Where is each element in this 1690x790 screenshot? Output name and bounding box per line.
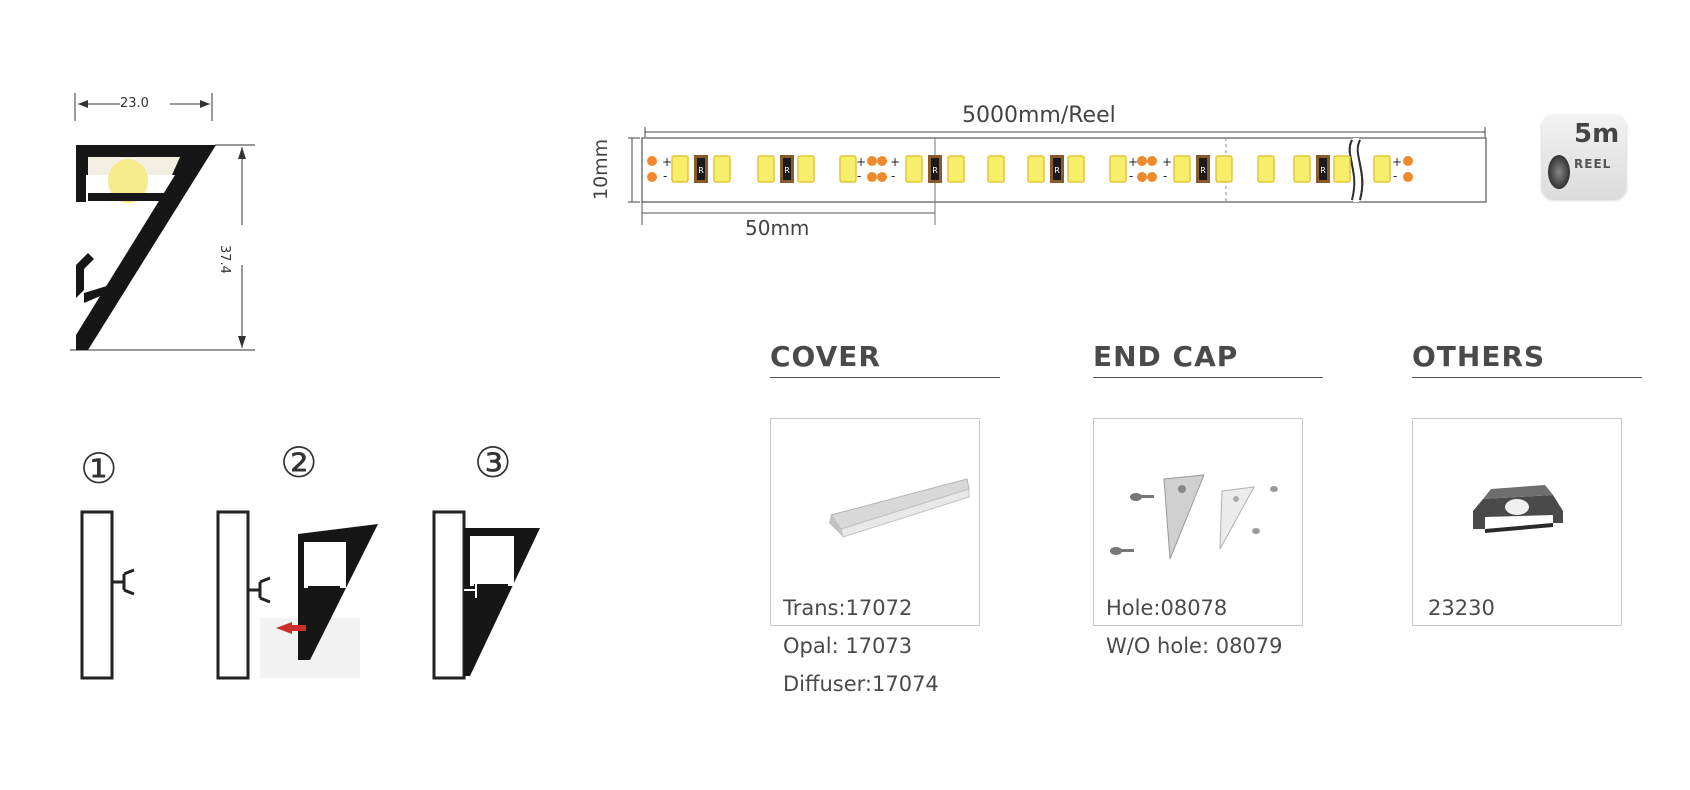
reel-length-label: 5000mm/Reel	[962, 103, 1116, 128]
solder-pad	[1403, 156, 1413, 166]
step-1-number: ①	[80, 444, 118, 493]
step-2-number: ②	[280, 438, 318, 487]
solder-pad	[1137, 172, 1147, 182]
solder-pad	[877, 156, 887, 166]
polarity-sign: +	[1162, 155, 1172, 169]
led-chip	[757, 155, 775, 183]
led-chip	[947, 155, 965, 183]
polarity-sign: +	[856, 155, 866, 169]
cover-title-rule	[770, 377, 1000, 378]
step-2-diagram	[216, 510, 378, 680]
polarity-sign: -	[1393, 169, 1397, 183]
mounting-clip-image	[1473, 485, 1563, 533]
profile-cross-section	[70, 93, 255, 351]
led-chip	[1109, 155, 1127, 183]
reel-icon	[1548, 155, 1570, 189]
end-cap-image	[1110, 474, 1278, 560]
led-chip	[1373, 155, 1391, 183]
led-chip	[797, 155, 815, 183]
height-dimension-label: 37.4	[217, 245, 232, 274]
resistor-mark: R	[1320, 166, 1326, 175]
end-cap-title: END CAP	[1093, 340, 1239, 373]
resistor-mark: R	[1200, 166, 1206, 175]
step-3-number: ③	[474, 438, 512, 487]
resistor-body	[1319, 158, 1327, 180]
led-chip	[671, 155, 689, 183]
solder-pad	[1147, 172, 1157, 182]
width-dimension-label: 23.0	[120, 96, 149, 111]
polarity-sign: -	[1129, 169, 1133, 183]
polarity-sign: +	[662, 155, 672, 169]
cover-code-diffuser: Diffuser:17074	[783, 672, 939, 696]
cover-code-trans: Trans:17072	[783, 596, 913, 620]
polarity-sign: +	[890, 155, 900, 169]
others-title: OTHERS	[1412, 340, 1546, 373]
solder-pad	[1403, 172, 1413, 182]
polarity-sign: +	[1128, 155, 1138, 169]
led-chip	[1215, 155, 1233, 183]
resistor-mark: R	[932, 166, 938, 175]
led-chip	[1173, 155, 1191, 183]
led-chip	[1257, 155, 1275, 183]
reel-badge: 5m REEL	[1542, 115, 1626, 199]
solder-pad	[867, 172, 877, 182]
polarity-sign: -	[857, 169, 861, 183]
polarity-sign: -	[891, 169, 895, 183]
resistor-mark: R	[1054, 166, 1060, 175]
resistor-body	[1199, 158, 1207, 180]
solder-pad	[1137, 156, 1147, 166]
led-chip	[987, 155, 1005, 183]
cover-image-box	[770, 418, 980, 626]
solder-pad	[647, 156, 657, 166]
cover-code-opal: Opal: 17073	[783, 634, 913, 658]
others-title-rule	[1412, 377, 1642, 378]
resistor-body	[697, 158, 705, 180]
polarity-sign: -	[1163, 169, 1167, 183]
others-image-box	[1412, 418, 1622, 626]
reel-badge-length: 5m	[1574, 119, 1620, 149]
reel-badge-caption: REEL	[1574, 157, 1612, 171]
strip-width-label: 10mm	[590, 138, 612, 200]
resistor-body	[931, 158, 939, 180]
cover-title: COVER	[770, 340, 881, 373]
others-code: 23230	[1428, 596, 1495, 620]
led-chip	[1067, 155, 1085, 183]
end-cap-image-box	[1093, 418, 1303, 626]
led-chip	[905, 155, 923, 183]
led-chip	[1333, 155, 1351, 183]
solder-pad	[1147, 156, 1157, 166]
polarity-sign: -	[663, 169, 667, 183]
cover-profile-image	[829, 478, 970, 538]
led-chip	[1027, 155, 1045, 183]
step-1-diagram	[80, 510, 135, 680]
led-chip	[1293, 155, 1311, 183]
resistor-mark: R	[698, 166, 704, 175]
resistor-mark: R	[784, 166, 790, 175]
end-cap-code-no-hole: W/O hole: 08079	[1106, 634, 1283, 658]
step-3-diagram	[432, 510, 540, 680]
polarity-sign: +	[1392, 155, 1402, 169]
led-chip	[839, 155, 857, 183]
led-chip	[713, 155, 731, 183]
end-cap-code-hole: Hole:08078	[1106, 596, 1228, 620]
resistor-body	[783, 158, 791, 180]
solder-pad	[877, 172, 887, 182]
resistor-body	[1053, 158, 1061, 180]
segment-length-label: 50mm	[745, 216, 810, 240]
solder-pad	[867, 156, 877, 166]
solder-pad	[647, 172, 657, 182]
end-cap-title-rule	[1093, 377, 1323, 378]
